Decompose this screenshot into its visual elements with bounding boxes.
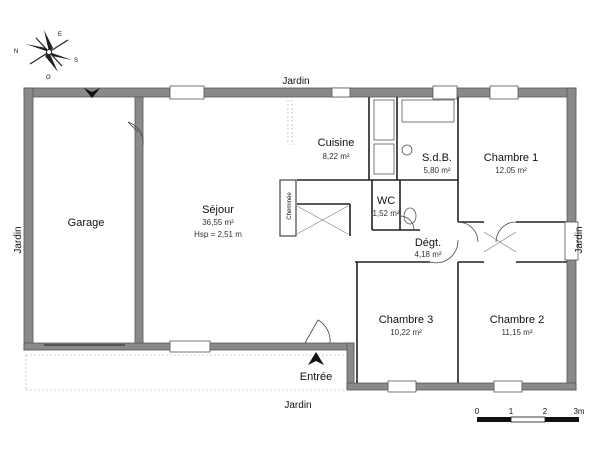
- fixtures: [25, 99, 517, 391]
- room-chambre3-area: 10,22 m²: [390, 328, 422, 337]
- room-chambre3-name: Chambre 3: [379, 314, 433, 326]
- entrance-arrow-icon: [308, 352, 324, 365]
- stove-icon: [373, 143, 395, 175]
- room-cuisine-area: 8,22 m²: [322, 152, 349, 161]
- room-cuisine-name: Cuisine: [318, 137, 355, 149]
- room-sejour-height: Hsp = 2,51 m: [194, 230, 242, 239]
- room-garage-name: Garage: [68, 217, 105, 229]
- windows: [44, 85, 579, 393]
- room-chambre2-name: Chambre 2: [490, 314, 544, 326]
- room-chambre1-area: 12,05 m²: [495, 166, 527, 175]
- room-sejour-name: Séjour: [202, 204, 234, 216]
- garage-entrance-arrow-icon: [84, 88, 100, 98]
- washbasin-icon: [401, 144, 413, 156]
- toilet-icon: [403, 207, 417, 225]
- room-chambre2-area: 11,15 m²: [502, 328, 533, 337]
- compass-n: N: [14, 49, 18, 55]
- room-sdb-name: S.d.B.: [422, 152, 452, 164]
- interior-walls: [134, 96, 567, 383]
- garden-right-label: Jardin: [574, 226, 585, 253]
- scale-bar: 0 1 2 3m: [475, 407, 585, 423]
- garden-bottom-label: Jardin: [284, 400, 311, 411]
- room-degt-name: Dégt.: [415, 237, 441, 249]
- scale-tick-2: 2: [543, 407, 548, 416]
- room-chambre1-name: Chambre 1: [484, 152, 538, 164]
- bathtub-icon: [401, 99, 455, 123]
- scale-tick-0: 0: [475, 407, 480, 416]
- doors: [127, 121, 517, 344]
- fireplace-label: Cheminée: [287, 192, 293, 220]
- entrance-label: Entrée: [300, 371, 332, 383]
- garden-left-label: Jardin: [13, 226, 24, 253]
- compass-o: O: [46, 75, 51, 81]
- room-sejour-area: 36,55 m²: [202, 218, 234, 227]
- room-sdb-area: 5,80 m²: [423, 166, 450, 175]
- scale-tick-3: 3m: [573, 407, 584, 416]
- room-wc-name: WC: [377, 195, 395, 207]
- kitchen-sink-icon: [373, 99, 395, 141]
- garden-top-label: Jardin: [282, 76, 309, 87]
- scale-tick-1: 1: [509, 407, 514, 416]
- fireplace-icon: [279, 179, 297, 237]
- compass-icon: N E S O: [14, 30, 78, 81]
- room-degt-area: 4,18 m²: [414, 250, 441, 259]
- room-wc-area: 1,52 m²: [372, 209, 399, 218]
- compass-e: E: [58, 32, 62, 38]
- compass-s: S: [74, 58, 78, 64]
